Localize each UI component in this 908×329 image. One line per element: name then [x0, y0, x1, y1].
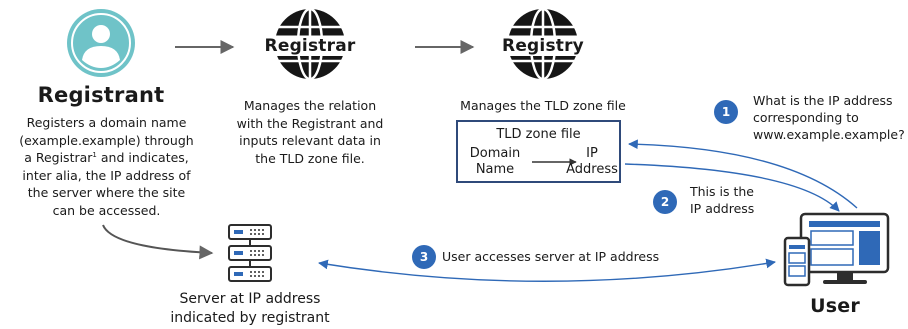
arrow-response-to-user — [624, 163, 840, 212]
registrant-desc-text: and indicates, — [96, 150, 189, 165]
step-3-badge: 3 — [412, 245, 436, 269]
step-1-text: What is the IP address corresponding to … — [753, 92, 908, 143]
server-label-line: Server at IP address — [179, 291, 321, 307]
server-label: Server at IP address indicated by regist… — [160, 290, 340, 328]
registrar-desc-line: the TLD zone file. — [255, 150, 365, 166]
registrar-title: Registrar — [250, 36, 370, 56]
registrar-desc-line: Manages the relation — [243, 98, 377, 113]
step-2-badge: 2 — [653, 190, 677, 214]
step-1-badge: 1 — [714, 100, 738, 124]
registrant-desc-line: can be accessed. — [52, 202, 161, 218]
registrant-desc-line: inter alia, the IP address of — [22, 167, 191, 183]
registrar-desc-line: with the Registrant and — [236, 115, 384, 131]
arrow-server-user-connection — [318, 258, 776, 282]
tld-zone-title: TLD zone file — [496, 127, 581, 142]
step-1-line: www.example.example? — [753, 127, 905, 142]
user-devices-icon — [783, 212, 890, 287]
footnote-marker: 1 — [92, 150, 97, 159]
ip-address-label: IP Address — [560, 146, 624, 178]
domain-name-text: Name — [475, 162, 515, 177]
server-label-line: indicated by registrant — [170, 310, 330, 326]
user-label: User — [810, 295, 860, 317]
registrant-desc-line: the server where the site — [27, 185, 186, 200]
registrar-description: Manages the relation with the Registrant… — [225, 97, 395, 167]
ip-address-text: IP — [586, 146, 598, 161]
step-2-text: This is the IP address — [690, 183, 790, 217]
step-1-line: corresponding to — [753, 110, 859, 125]
registrant-avatar-icon — [67, 9, 135, 77]
step-2-line: IP address — [690, 201, 755, 216]
step-1-line: What is the IP address — [753, 93, 893, 108]
arrow-registrant-to-server — [102, 224, 214, 260]
registrant-title: Registrant — [37, 83, 165, 107]
registrant-desc-text: a Registrar — [24, 150, 93, 165]
tld-zone-file-box — [456, 120, 621, 183]
registrant-description: Registers a domain name (example.example… — [4, 114, 209, 219]
registrar-desc-line: inputs relevant data in — [239, 133, 381, 148]
registry-title: Registry — [490, 36, 596, 56]
server-icon — [228, 224, 272, 282]
step-3-text: User accesses server at IP address — [442, 249, 660, 264]
ip-address-text: Address — [566, 162, 618, 177]
registrant-desc-line: (example.example) through — [19, 132, 194, 148]
domain-name-text: Domain — [469, 146, 521, 161]
domain-name-label: Domain Name — [464, 146, 526, 178]
registry-description: Manages the TLD zone file — [460, 98, 626, 113]
registrant-desc-line: a Registrar1 and indicates, — [4, 149, 209, 167]
arrow-query-to-registry — [628, 139, 858, 209]
step-2-line: This is the — [690, 184, 754, 199]
registrant-desc-line: Registers a domain name — [26, 115, 187, 130]
